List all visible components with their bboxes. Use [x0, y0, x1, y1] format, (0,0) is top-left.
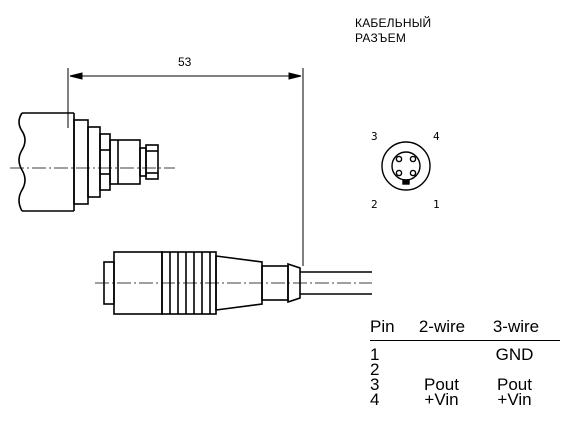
pin-cell: 3	[370, 375, 380, 394]
table-row: 1 GND	[370, 345, 551, 364]
table-row: 4 +Vin +Vin	[370, 390, 551, 409]
title-line-2: РАЗЪЕМ	[355, 31, 407, 45]
header-2-wire: 2-wire	[418, 317, 466, 336]
two-wire-cell: +Vin	[424, 390, 459, 409]
three-wire-cell: +Vin	[497, 390, 532, 409]
table-row: 2	[370, 360, 551, 379]
two-wire-cell	[400, 347, 483, 362]
pin-label-1: 1	[433, 198, 440, 211]
pin-label-3: 3	[371, 130, 378, 143]
dimension-label: 53	[178, 55, 192, 69]
connector-face	[381, 141, 431, 191]
pin-cell: 1	[370, 345, 380, 364]
header-pin: Pin	[370, 317, 395, 336]
three-wire-cell: GND	[495, 345, 534, 364]
sensor-body	[18, 112, 159, 212]
cable-connector-title: КАБЕЛЬНЫЙ РАЗЪЕМ	[355, 16, 431, 46]
pin-label-4: 4	[433, 130, 440, 143]
pin-table: Pin 2-wire 3-wire 1 GND 2 3 Pout Pout 4 …	[370, 318, 551, 409]
header-3-wire: 3-wire	[492, 317, 540, 336]
table-row: 3 Pout Pout	[370, 375, 551, 394]
pin-cell: 2	[370, 360, 380, 379]
table-divider	[370, 340, 560, 341]
dimension-53	[67, 68, 304, 266]
pin-label-2: 2	[371, 198, 378, 211]
pin-cell: 4	[370, 390, 380, 409]
two-wire-cell: Pout	[424, 375, 459, 394]
title-line-1: КАБЕЛЬНЫЙ	[355, 16, 432, 30]
three-wire-cell: Pout	[497, 375, 532, 394]
table-header: Pin 2-wire 3-wire	[370, 318, 551, 335]
